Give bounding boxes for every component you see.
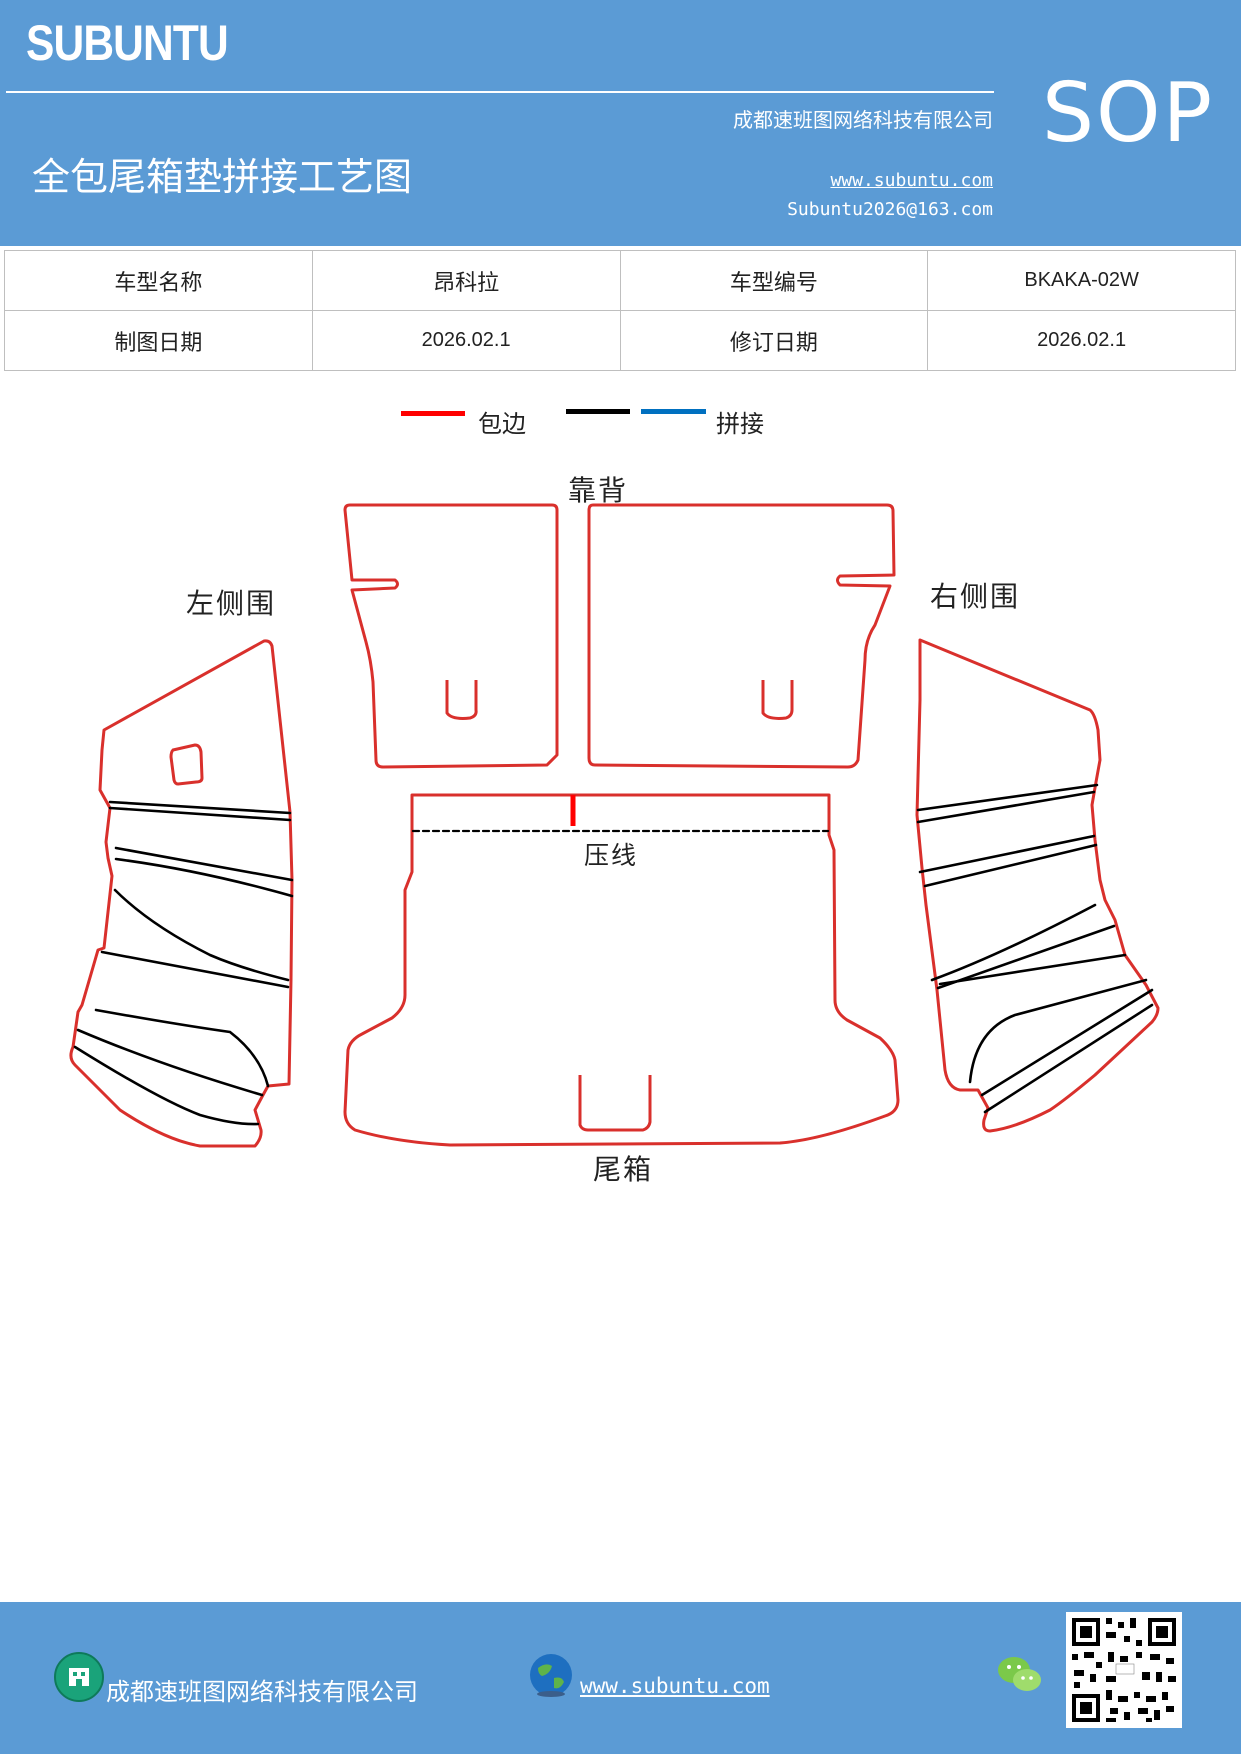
right-seam-9 [980, 988, 1154, 1097]
footer-company: 成都速班图网络科技有限公司 [106, 1678, 418, 1706]
left-seam-4 [114, 857, 294, 898]
legend: 包边 拼接 [0, 400, 1241, 440]
draw-date-label: 制图日期 [4, 310, 313, 371]
draw-date-value: 2026.02.1 [311, 310, 621, 371]
legend-label-edge: 包边 [478, 410, 526, 438]
table-row: 车型名称 昂科拉 车型编号 BKAKA-02W [4, 250, 1236, 311]
back-left-panel [343, 503, 559, 769]
right-seam-5 [930, 903, 1097, 982]
model-name-label: 车型名称 [4, 250, 313, 311]
wechat-icon [996, 1654, 1044, 1696]
right-seam-2 [916, 790, 1096, 824]
left-seam-7 [94, 1008, 270, 1088]
right-seam-4 [923, 843, 1098, 888]
header-company: 成都速班图网络科技有限公司 [733, 108, 993, 132]
header-website-link[interactable]: www.subuntu.com [830, 170, 993, 191]
revise-date-label: 修订日期 [619, 310, 929, 371]
page-title: 全包尾箱垫拼接工艺图 [32, 155, 413, 199]
legend-label-splice: 拼接 [716, 410, 764, 438]
table-row: 制图日期 2026.02.1 修订日期 2026.02.1 [4, 310, 1236, 371]
label-press-line: 压线 [584, 841, 639, 870]
vehicle-info-table: 车型名称 昂科拉 车型编号 BKAKA-02W 制图日期 2026.02.1 修… [4, 250, 1236, 371]
left-seam-3 [114, 846, 294, 882]
legend-swatch-edge [401, 411, 465, 416]
revise-date-value: 2026.02.1 [927, 310, 1236, 371]
back-right-panel [587, 503, 896, 769]
building-icon [54, 1652, 104, 1702]
trunk-floor [343, 793, 900, 1147]
footer: 成都速班图网络科技有限公司 www.subuntu.com [0, 1602, 1241, 1754]
label-right-side: 右侧围 [930, 580, 1021, 613]
model-name-value: 昂科拉 [311, 250, 621, 311]
left-seam-2 [108, 806, 292, 822]
left-side-outline [69, 639, 294, 1148]
back-right-notch [761, 680, 794, 720]
label-back: 靠背 [568, 474, 629, 507]
header-banner: SUBUNTU 成都速班图网络科技有限公司 全包尾箱垫拼接工艺图 www.sub… [0, 0, 1241, 246]
qr-code[interactable] [1066, 1612, 1182, 1728]
right-side-outline [915, 638, 1160, 1133]
brand-logo: SUBUNTU [26, 15, 229, 71]
model-code-value: BKAKA-02W [927, 250, 1236, 311]
left-side-window [169, 743, 204, 786]
mat-diagram [69, 503, 1160, 1148]
header-email[interactable]: Subuntu2026@163.com [787, 199, 993, 220]
label-left-side: 左侧围 [186, 587, 277, 620]
globe-icon [528, 1652, 574, 1698]
legend-swatch-seam [566, 409, 630, 414]
right-seam-6 [936, 924, 1116, 990]
left-seam-1 [108, 800, 292, 815]
footer-website-link[interactable]: www.subuntu.com [580, 1674, 770, 1698]
left-seam-6 [100, 950, 290, 989]
right-seam-7 [938, 953, 1127, 986]
right-seam-8 [968, 978, 1148, 1084]
left-seam-5 [113, 888, 290, 982]
right-seam-3 [918, 834, 1096, 874]
model-code-label: 车型编号 [619, 250, 929, 311]
right-seam-1 [916, 783, 1099, 812]
header-divider [6, 91, 994, 93]
back-left-notch [445, 680, 478, 720]
left-seam-9 [73, 1045, 260, 1126]
trunk-notch [578, 1075, 652, 1132]
left-seam-8 [76, 1028, 264, 1097]
label-trunk: 尾箱 [593, 1153, 654, 1186]
right-seam-10 [983, 1003, 1154, 1114]
sop-badge: SOP [1042, 66, 1215, 161]
legend-swatch-splice [641, 409, 706, 414]
